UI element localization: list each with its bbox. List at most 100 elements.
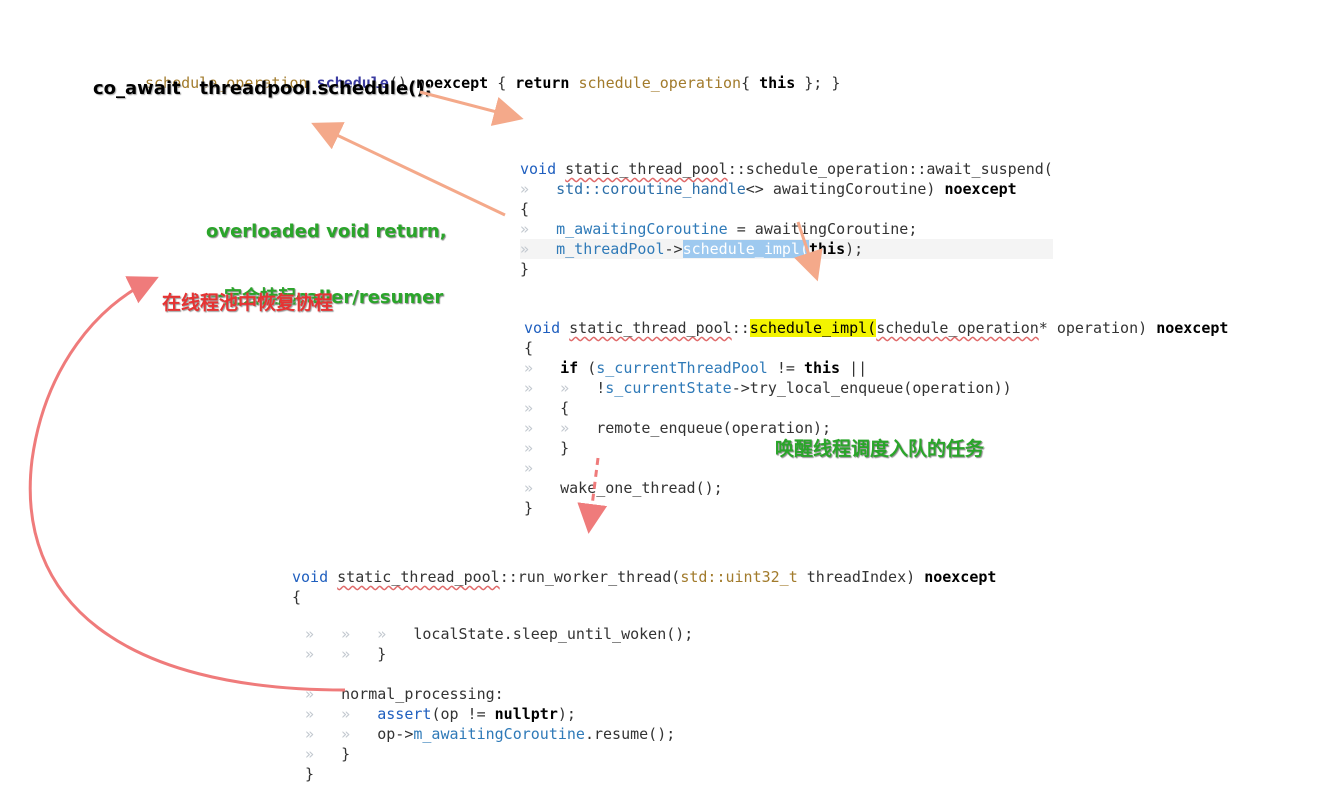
code-token: localState.sleep_until_woken();: [413, 625, 694, 643]
code-line: {: [524, 338, 1228, 358]
code-token: if: [560, 359, 579, 377]
code-line: » » » localState.sleep_until_woken();: [305, 624, 693, 644]
code-line: }: [520, 259, 1053, 279]
code-token: ::run_worker_thread(: [499, 568, 681, 586]
code-token: void: [292, 568, 329, 586]
code-token: s_currentState: [605, 379, 732, 397]
code-token: }: [560, 439, 570, 457]
code-token: assert: [377, 705, 432, 723]
code-token: ||: [840, 359, 868, 377]
run-worker-tail-code-block: » » » localState.sleep_until_woken();» »…: [305, 584, 693, 804]
code-token: (: [578, 359, 597, 377]
code-token: );: [557, 705, 576, 723]
code-line: » m_threadPool->schedule_impl(this);: [520, 239, 1053, 259]
code-token: ::: [731, 319, 750, 337]
code-token: » »: [524, 419, 597, 437]
code-line: }: [305, 764, 693, 784]
code-token: »: [524, 479, 561, 497]
code-token: »: [524, 399, 561, 417]
arrow-schedule-impl-call-to-def: [794, 221, 823, 282]
code-token: remote_enqueue(operation);: [596, 419, 832, 437]
code-line: » » !s_currentState->try_local_enqueue(o…: [524, 378, 1228, 398]
code-token: * operation): [1038, 319, 1157, 337]
await-suspend-lines: void static_thread_pool::schedule_operat…: [520, 159, 1053, 279]
code-token: m_threadPool: [556, 240, 665, 258]
code-token: (): [388, 74, 416, 92]
code-token: = awaitingCoroutine;: [727, 220, 918, 238]
code-token: » » »: [305, 625, 414, 643]
code-token: {: [488, 74, 516, 92]
code-token: this: [759, 74, 796, 92]
top-code-snippet: schedule_operation schedule() noexcept {…: [145, 33, 840, 113]
code-token: » »: [305, 645, 378, 663]
code-line: » m_awaitingCoroutine = awaitingCoroutin…: [520, 219, 1053, 239]
arrow-await-suspend-to-caller: [311, 122, 506, 217]
code-line: » » remote_enqueue(operation);: [524, 418, 1228, 438]
wake-thread-label: 唤醒线程调度入队的任务: [775, 438, 985, 460]
code-token: static_thread_pool: [565, 160, 728, 178]
code-line: » std::coroutine_handle<> awaitingCorout…: [520, 179, 1053, 199]
arrow-co-await-to-await-suspend: [419, 90, 524, 126]
code-token: .resume();: [584, 725, 676, 743]
code-token: std::coroutine_handle: [556, 180, 746, 198]
code-token: );: [845, 240, 864, 258]
code-token: normal_processing:: [341, 685, 504, 703]
code-line: void static_thread_pool::schedule_impl(s…: [524, 318, 1228, 338]
code-token: }: [377, 645, 387, 663]
code-token: }: [520, 260, 530, 278]
code-token: »: [524, 359, 561, 377]
code-token: {: [292, 588, 302, 606]
code-token: »: [520, 220, 557, 238]
overloaded-void-return-label: overloaded void return, 一定会挂起caller/resu…: [206, 177, 447, 331]
code-token: noexcept: [1156, 319, 1229, 337]
code-token: std::uint32_t: [680, 568, 798, 586]
code-token: ->: [664, 240, 683, 258]
code-token: » »: [524, 379, 597, 397]
code-line: » }: [305, 744, 693, 764]
code-line: {: [520, 199, 1053, 219]
code-line: » » }: [305, 644, 693, 664]
code-line: void static_thread_pool::schedule_operat…: [520, 159, 1053, 179]
code-token: ->try_local_enqueue(operation)): [731, 379, 1012, 397]
code-line: » if (s_currentThreadPool != this ||: [524, 358, 1228, 378]
code-token: static_thread_pool: [569, 319, 732, 337]
code-token: {: [560, 399, 570, 417]
code-token: »: [305, 685, 342, 703]
code-token: schedule_impl(: [749, 319, 877, 337]
code-token: nullptr: [494, 705, 558, 723]
code-token: }: [341, 745, 351, 763]
code-token: !=: [767, 359, 804, 377]
code-token: static_thread_pool: [337, 568, 500, 586]
code-line: void static_thread_pool::run_worker_thre…: [292, 567, 996, 587]
code-line: »: [524, 458, 1228, 478]
code-token: <> awaitingCoroutine): [745, 180, 945, 198]
code-token: }; }: [795, 74, 841, 92]
code-token: schedule_operation: [578, 74, 742, 92]
code-token: »: [305, 745, 342, 763]
code-token: »: [524, 439, 561, 457]
code-token: ::schedule_operation::await_suspend(: [727, 160, 1053, 178]
await-suspend-code-block: void static_thread_pool::schedule_operat…: [520, 119, 1053, 299]
code-token: }: [305, 765, 315, 783]
code-token: (op !=: [431, 705, 495, 723]
code-token: this: [803, 359, 841, 377]
arrows-overlay: [28, 90, 823, 692]
overloaded-label-line2: 一定会挂起caller/resumer: [206, 287, 444, 308]
resume-in-pool-label: 在线程池中恢复协程: [162, 292, 334, 314]
schedule-impl-lines: void static_thread_pool::schedule_impl(s…: [524, 318, 1228, 518]
run-worker-lines: void static_thread_pool::run_worker_thre…: [292, 567, 996, 607]
code-token: m_awaitingCoroutine: [413, 725, 585, 743]
code-token: {: [524, 339, 534, 357]
code-line: }: [524, 498, 1228, 518]
code-token: void: [520, 160, 557, 178]
code-line: schedule_operation schedule() noexcept {…: [145, 73, 840, 93]
code-token: »: [520, 240, 557, 258]
code-token: void: [524, 319, 561, 337]
arrow-resume-to-label: [28, 276, 346, 692]
code-token: schedule_operation: [145, 74, 308, 92]
co-await-label: co_await threadpool.schedule();: [93, 78, 432, 99]
code-token: wake_one_thread();: [560, 479, 723, 497]
code-token: !: [596, 379, 606, 397]
code-token: {: [741, 74, 760, 92]
code-token: }: [524, 499, 534, 517]
